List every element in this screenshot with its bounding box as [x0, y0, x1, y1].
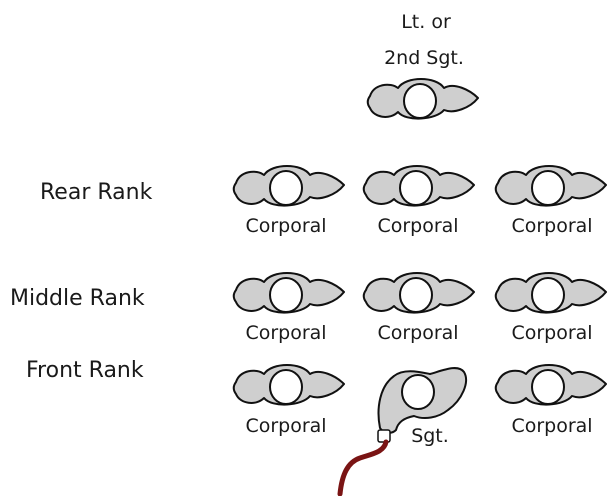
position-label: Corporal [245, 215, 326, 237]
position-label-sergeant: Sgt. [411, 425, 449, 447]
officer-label-line2: 2nd Sgt. [384, 47, 464, 69]
position-label: Corporal [377, 215, 458, 237]
rank-front: Front Rank Corporal Sgt. Corporal [26, 358, 607, 496]
rank-label-front: Front Rank [26, 358, 144, 383]
rank-middle: Middle Rank Corporal Corporal Corporal [10, 272, 607, 344]
soldier-figure-icon [232, 364, 345, 406]
position-label: Corporal [245, 322, 326, 344]
position-label: Corporal [511, 415, 592, 437]
position-label: Corporal [245, 415, 326, 437]
officer-label: Lt. or 2nd Sgt. [384, 11, 464, 69]
soldier-figure-icon [494, 272, 607, 314]
position-label: Corporal [511, 215, 592, 237]
soldier-figure-icon [494, 165, 607, 207]
soldier-figure-icon [232, 272, 345, 314]
soldier-figure-icon [232, 165, 345, 207]
soldier-figure-icon [362, 165, 475, 207]
soldier-figure-icon [494, 364, 607, 406]
position-label: Corporal [511, 322, 592, 344]
rank-rear: Rear Rank Corporal Corporal Corporal [40, 165, 607, 237]
position-label: Corporal [377, 322, 458, 344]
rank-label-middle: Middle Rank [10, 286, 145, 311]
sergeant-figure-icon [337, 367, 467, 496]
soldier-figure-icon [362, 272, 475, 314]
officer-label-line1: Lt. or [401, 11, 451, 33]
officer-figure-icon [366, 78, 479, 120]
rank-label-rear: Rear Rank [40, 180, 153, 205]
